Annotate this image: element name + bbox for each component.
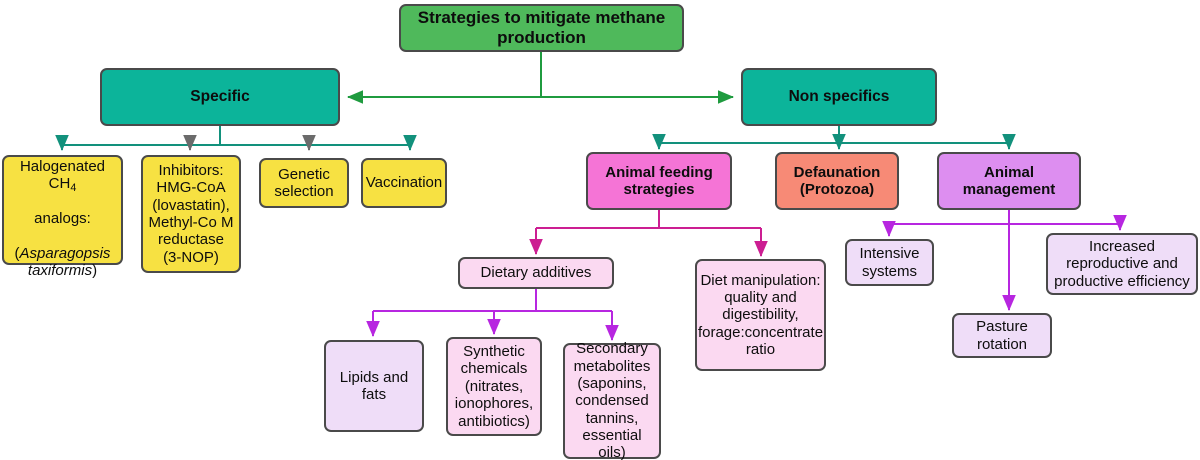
edge-nonspecifics-children [652, 126, 1016, 150]
node-diet-manipulation[interactable]: Diet manipulation: quality and digestibi… [695, 259, 826, 371]
node-halogenated-ch4-analogs[interactable]: Halogenated CH4 analogs: (Asparagopsis t… [2, 155, 123, 279]
node-animal-management-label: Animal management [962, 163, 1056, 198]
node-pasture-rotation-label: Pasture rotation [976, 318, 1028, 353]
node-increased-efficiency[interactable]: Increased reproductive and productive ef… [1046, 233, 1198, 295]
node-specific[interactable]: Specific [100, 68, 340, 126]
node-increased-efficiency-label: Increased reproductive and productive ef… [1054, 237, 1190, 290]
node-lipids-and-fats-label: Lipids and fats [339, 368, 409, 403]
node-root-strategies[interactable]: Strategies to mitigate methane productio… [399, 4, 684, 52]
node-halogenated-label: Halogenated CH4 analogs: (Asparagopsis t… [8, 140, 117, 279]
halogenated-subscript: 4 [70, 182, 77, 195]
halogenated-species: Asparagopsis taxiformis [19, 244, 111, 280]
node-synthetic-chemicals[interactable]: Synthetic chemicals (nitrates, ionophore… [446, 337, 542, 436]
node-genetic-selection-label: Genetic selection [274, 165, 334, 200]
edge-root-split [347, 52, 734, 104]
edge-additives-children [366, 289, 619, 341]
edge-feeding-children [529, 210, 768, 257]
halogenated-paren-close: ) [92, 262, 98, 280]
node-non-specifics[interactable]: Non specifics [741, 68, 937, 126]
node-synthetic-chemicals-label: Synthetic chemicals (nitrates, ionophore… [454, 343, 534, 430]
node-specific-label: Specific [190, 88, 250, 106]
halogenated-line2: analogs: [34, 210, 91, 227]
node-defaunation-label: Defaunation (Protozoa) [793, 163, 881, 198]
node-vaccination-label: Vaccination [365, 174, 443, 192]
node-dietary-additives-label: Dietary additives [480, 264, 592, 282]
node-intensive-systems-label: Intensive systems [859, 245, 920, 280]
node-root-label: Strategies to mitigate methane productio… [417, 8, 666, 47]
node-animal-feeding-label: Animal feeding strategies [605, 163, 713, 198]
node-dietary-additives[interactable]: Dietary additives [458, 257, 614, 289]
node-animal-management[interactable]: Animal management [937, 152, 1081, 210]
node-vaccination[interactable]: Vaccination [361, 158, 447, 208]
node-non-specifics-label: Non specifics [788, 88, 890, 106]
node-defaunation[interactable]: Defaunation (Protozoa) [775, 152, 899, 210]
node-inhibitors[interactable]: Inhibitors: HMG-CoA (lovastatin), Methyl… [141, 155, 241, 273]
node-animal-feeding-strategies[interactable]: Animal feeding strategies [586, 152, 732, 210]
node-secondary-metabolites[interactable]: Secondary metabolites (saponins, condens… [563, 340, 661, 460]
node-pasture-rotation[interactable]: Pasture rotation [952, 313, 1052, 358]
edge-specific-children-gray [183, 135, 316, 151]
node-lipids-and-fats[interactable]: Lipids and fats [324, 340, 424, 432]
node-secondary-metabolites-label: Secondary metabolites (saponins, condens… [573, 340, 651, 460]
node-diet-manipulation-label: Diet manipulation: quality and digestibi… [697, 271, 824, 359]
node-genetic-selection[interactable]: Genetic selection [259, 158, 349, 208]
node-intensive-systems[interactable]: Intensive systems [845, 239, 934, 286]
node-inhibitors-label: Inhibitors: HMG-CoA (lovastatin), Methyl… [148, 161, 234, 266]
halogenated-paren-open: ( [14, 244, 20, 262]
halogenated-line1: Halogenated CH [19, 157, 106, 193]
